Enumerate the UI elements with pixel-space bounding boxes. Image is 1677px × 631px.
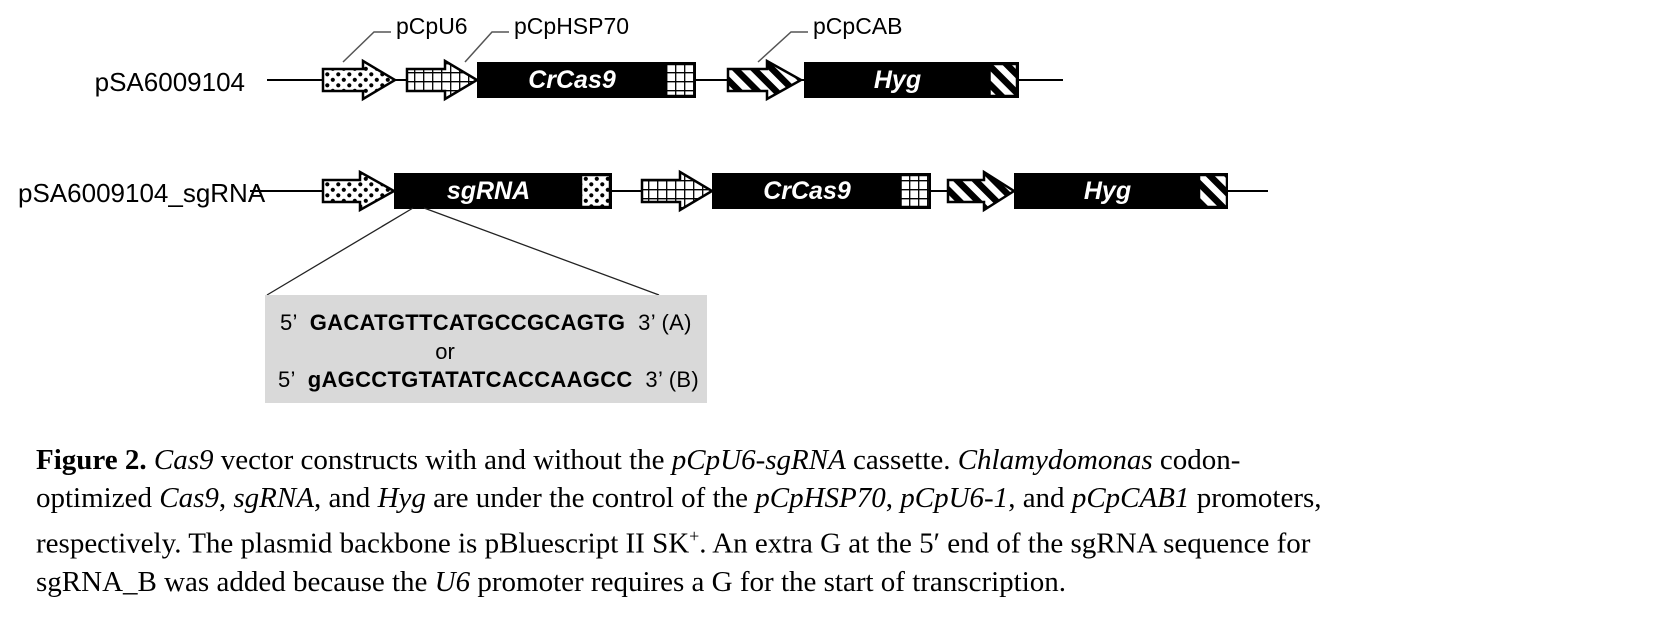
gene-label-hyg-row1: Hyg [873,66,922,94]
promoter-label-pcpu6: pCpU6 [396,13,468,39]
sgrna-sequence-b: 5’ gAGCCTGTATATCACCAAGCC 3’ (B) [278,367,699,392]
pcpu6-leader-line [342,31,391,63]
row1-crcas9-terminator-grid-icon [665,63,696,97]
sgrna-sequence-a: 5’ GACATGTTCATGCCGCAGTG 3’ (A) [280,310,692,335]
row1-crcas9-gene-box [477,62,696,98]
pcphsp70-leader-line [464,31,509,63]
caption-line-4: sgRNA_B was added because the U6 promote… [36,565,1067,598]
gene-label-sgrna-row2: sgRNA [446,177,531,205]
row1-pcpcab-promoter-arrow-icon [726,58,804,102]
row2-pcpcab-promoter-arrow-icon [946,169,1017,213]
row2-hyg-gene-box [1014,173,1228,209]
row2-pcphsp70-promoter-arrow-icon [640,169,715,213]
gene-label-crcas9-row2: CrCas9 [763,177,851,205]
row2-hyg-terminator-stripe-icon [1198,174,1228,208]
row2-crcas9-gene-box [712,173,931,209]
row1-pcphsp70-promoter-arrow-icon [405,58,480,102]
pcpcab-leader-line [757,31,808,63]
row2-sgrna-box [394,173,612,209]
gene-label-hyg-row2: Hyg [1083,177,1132,205]
promoter-label-pcpcab: pCpCAB [813,13,903,39]
caption-line-2: optimized Cas9, sgRNA, and Hyg are under… [36,482,1322,514]
figure-caption: Figure 2. Cas9 vector constructs with an… [36,441,1666,601]
construct-name-psa6009104: pSA6009104 [94,67,245,97]
caption-line-1: Figure 2. Cas9 vector constructs with an… [36,444,1241,476]
row1-hyg-gene-box [804,62,1019,98]
gene-label-crcas9-row1: CrCas9 [528,66,616,94]
promoter-label-pcphsp70: pCpHSP70 [514,13,630,39]
row1-pcpu6-promoter-arrow-icon [321,58,398,102]
row2-crcas9-terminator-grid-icon [900,174,930,208]
construct-name-psa6009104-sgrna: pSA6009104_sgRNA [18,178,266,208]
sgrna-sequence-or-label: or [435,339,455,364]
caption-line-3: respectively. The plasmid backbone is pB… [36,526,1311,560]
callout-line-right [423,207,660,296]
row2-pcpu6-promoter-arrow-icon [321,169,397,213]
callout-line-left [266,207,414,296]
sgrna-sequence-callout-box: 5’ GACATGTTCATGCCGCAGTG 3’ (A) or 5’ gAG… [265,295,707,403]
row1-hyg-terminator-stripe-icon [989,63,1018,97]
vector-construct-diagram [250,31,1268,296]
row2-sgrna-terminator-dots-icon [580,174,611,208]
